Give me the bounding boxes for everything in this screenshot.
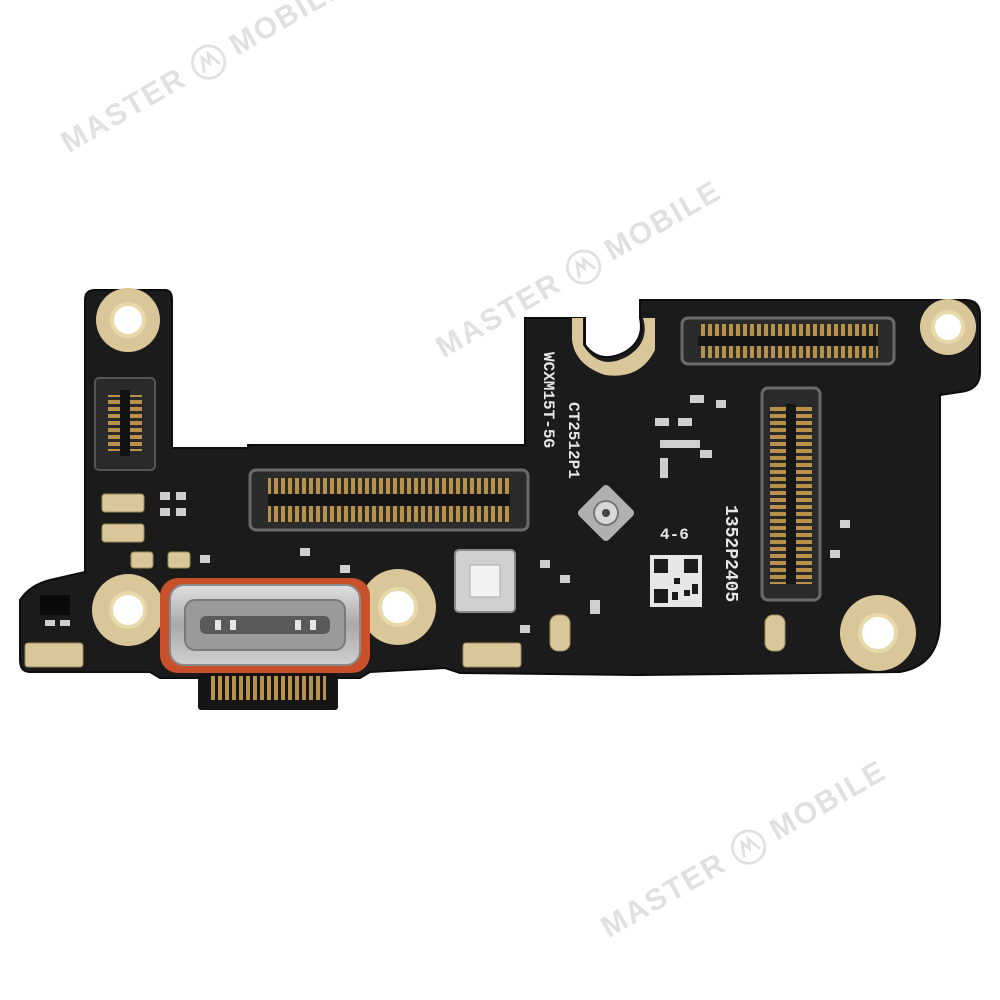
microphone-component [454,549,516,613]
main-flex-connector [248,468,530,532]
watermark-logo-icon [190,44,226,80]
mounting-hole-bottom-right [840,595,916,671]
silkscreen-revision: 4-6 [660,526,689,544]
qr-code [650,555,702,607]
smd-components [40,395,850,633]
notch-pad [572,318,655,376]
usb-c-port [160,578,370,710]
small-board-connector [94,377,156,471]
antenna-connector [577,484,635,542]
silkscreen-part-number: 1352P2405 [720,505,740,603]
top-flex-connector [680,316,896,366]
silkscreen-model-line-1: CT2512P1 [564,402,582,479]
mounting-hole-top-left [96,288,160,352]
watermark-logo-icon [565,249,601,285]
watermark: MASTER MOBILE [55,0,353,161]
mounting-hole-top-right [920,299,976,355]
mounting-hole-left [92,574,164,646]
contact-pads [24,493,786,668]
mounting-hole-center [360,569,436,645]
watermark: MASTER MOBILE [430,173,728,366]
watermark-logo-icon [730,829,766,865]
side-flex-connector [760,386,822,602]
watermark: MASTER MOBILE [595,753,893,946]
silkscreen-model-line-2: WCXM15T-5G [539,352,557,449]
